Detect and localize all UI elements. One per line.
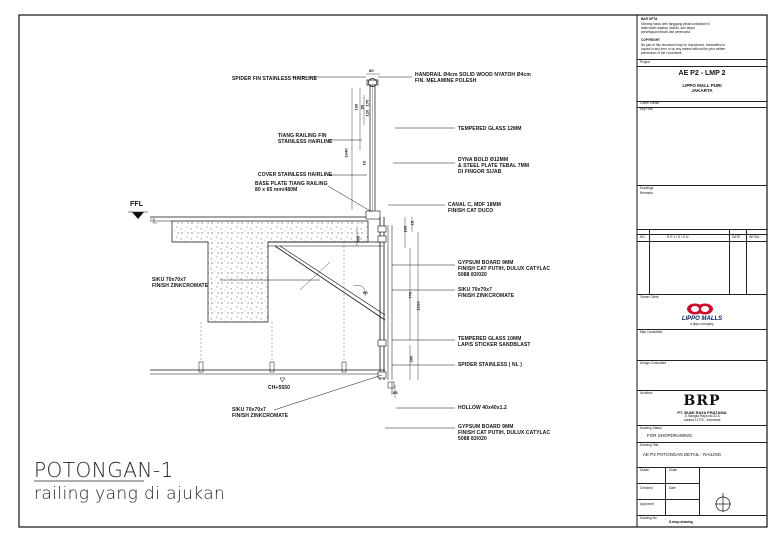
- dim-300: 300: [408, 355, 414, 363]
- label-spider-fin: SPIDER FIN STAINLESS HAIRLINE: [232, 76, 318, 82]
- drawing-subtitle: railing yang di ajukan: [34, 484, 226, 504]
- project-label: Project: [640, 60, 650, 64]
- dim-170: 170: [364, 99, 370, 107]
- label-tiang-railing: TIANG RAILING FIN STAINLESS HAIRLINE: [278, 133, 333, 145]
- ffl-marker: [128, 211, 148, 219]
- label-tempered-glass-10: TEMPERED GLASS 10MM LAPIS STICKER SANDBL…: [458, 336, 531, 348]
- owner-label: Owner Client: [640, 295, 659, 299]
- design-label: Design Consultant: [640, 361, 667, 365]
- dim-770: 770: [407, 291, 413, 299]
- drawn-label: Drawn: [640, 468, 650, 472]
- leader-lines: [220, 76, 455, 429]
- railing-system: [365, 78, 395, 395]
- architect-label: Architect: [640, 391, 653, 395]
- label-siku-bottom: SIKU 70x70x7 FINISH ZINKCROMATE: [232, 407, 289, 419]
- dim-1220: 1220: [415, 301, 421, 311]
- copyright-text: No part of this document may be reproduc…: [641, 43, 726, 55]
- label-gypsum-board-1: GYPSUM BOARD 9MM FINISH CAT PUTIH, DULUX…: [458, 260, 551, 278]
- project-name: AE P2 - LMP 2: [678, 70, 726, 77]
- drawing-no-value: 8-shop-drawing: [669, 520, 693, 524]
- copyright-heading: COPYRIGHT: [641, 38, 660, 42]
- title-block: BAR OPTA Gbrwng harus oleh tanggung piha…: [637, 15, 767, 527]
- dim-60: 60: [363, 290, 368, 295]
- label-handrail: HANDRAIL Ø4cm SOLID WOOD NYATOH Ø4cm FIN…: [415, 72, 531, 84]
- rev-col-initial: INITIAL: [749, 235, 760, 239]
- notes-heading: BAR OPTA: [641, 17, 658, 21]
- label-hollow: HOLLOW 40x40x1.2: [458, 405, 507, 411]
- label-canal-c: CANAL C, MDF 18MM FINISH CAT DUCO: [448, 202, 501, 214]
- label-cover-stainless: COVER STAINLESS HAIRLINE: [258, 172, 333, 178]
- dim-120: 120: [364, 109, 370, 117]
- owner-logo-sub: a lippo company: [690, 322, 714, 326]
- north-arrow-icon: [715, 493, 731, 512]
- drawing-title: POTONGAN-1: [34, 458, 174, 482]
- architect-name: PT. BUMI RAYA PRATAMA: [677, 410, 727, 415]
- label-dyna-bolt: DYNA BOLD Ø12MM & STEEL PLATE TEBAL 7MM …: [458, 157, 530, 175]
- label-siku-right: SIKU 70x70x7 FINISH ZINKCROMATE: [458, 287, 515, 299]
- dimension-lines: [351, 73, 419, 398]
- dim-10: 10: [361, 160, 367, 166]
- concrete-slab: [150, 218, 369, 323]
- label-base-plate: BASE PLATE TIANG RAILING 80 x 65 mm/480M: [255, 181, 328, 193]
- project-location: LIPPO MALL PURI JAKARTA: [682, 83, 722, 93]
- key-plan-label: Key Plan: [640, 107, 653, 111]
- mep-label: Mep Consultant: [640, 330, 663, 334]
- notes-text: Gbrwng harus oleh tanggung pihak kontrak…: [641, 22, 710, 34]
- dim-1040: 1040: [343, 148, 349, 158]
- client-label: Client/ Owner: [640, 101, 660, 105]
- label-ffl: FFL: [130, 201, 144, 208]
- dim-80: 80: [369, 68, 374, 73]
- label-tempered-glass-12: TEMPERED GLASS 12MM: [458, 126, 522, 132]
- owner-logo-text: LIPPO MALLS: [681, 316, 723, 322]
- drawing-no-label: Drawing No: [640, 516, 657, 520]
- dim-85: 85: [393, 390, 398, 395]
- status-value: FOR SHOPDRAWING: [647, 433, 693, 438]
- revision-label: R E V I S I O N: [667, 235, 689, 239]
- status-label: Drawing Status: [640, 426, 662, 430]
- label-spider-stainless: SPIDER STAINLESS ( NL ): [458, 362, 523, 368]
- remarks-label: Remarks: [640, 191, 653, 195]
- rev-col-no: NO: [640, 235, 645, 239]
- title-underline: [34, 480, 144, 482]
- dim-100b: 100: [402, 225, 408, 233]
- sheet-border: [18, 14, 768, 528]
- date-label: Date: [669, 486, 676, 490]
- scale-label: Scale: [669, 468, 677, 472]
- label-gypsum-board-2: GYPSUM BOARD 9MM FINISH CAT PUTIH, DULUX…: [458, 424, 551, 442]
- checked-label: Checked: [640, 486, 653, 490]
- architect-address: Jl. Bangka Raya No.32 A Jakarta 12720 - …: [683, 414, 721, 422]
- architect-logo: BRP: [683, 393, 721, 409]
- approved-label: Approved: [640, 502, 654, 506]
- title-value: AE P2 POTONGAN DETAIL - RAILING: [643, 452, 722, 457]
- title-label: Drawing Title: [640, 443, 659, 447]
- rev-col-date: DATE: [732, 235, 741, 239]
- dim-500: 500: [355, 235, 361, 243]
- label-ceiling: CH+5550: [268, 385, 290, 391]
- bracket-frame: [268, 241, 386, 321]
- ceiling-line: [150, 242, 385, 383]
- lippo-logo-icon: [687, 303, 713, 315]
- dim-15: 15: [409, 220, 415, 226]
- label-siku-left: SIKU 70x70x7 FINISH ZINKCROMATE: [152, 277, 209, 289]
- drawings-label: Drawings: [640, 186, 654, 190]
